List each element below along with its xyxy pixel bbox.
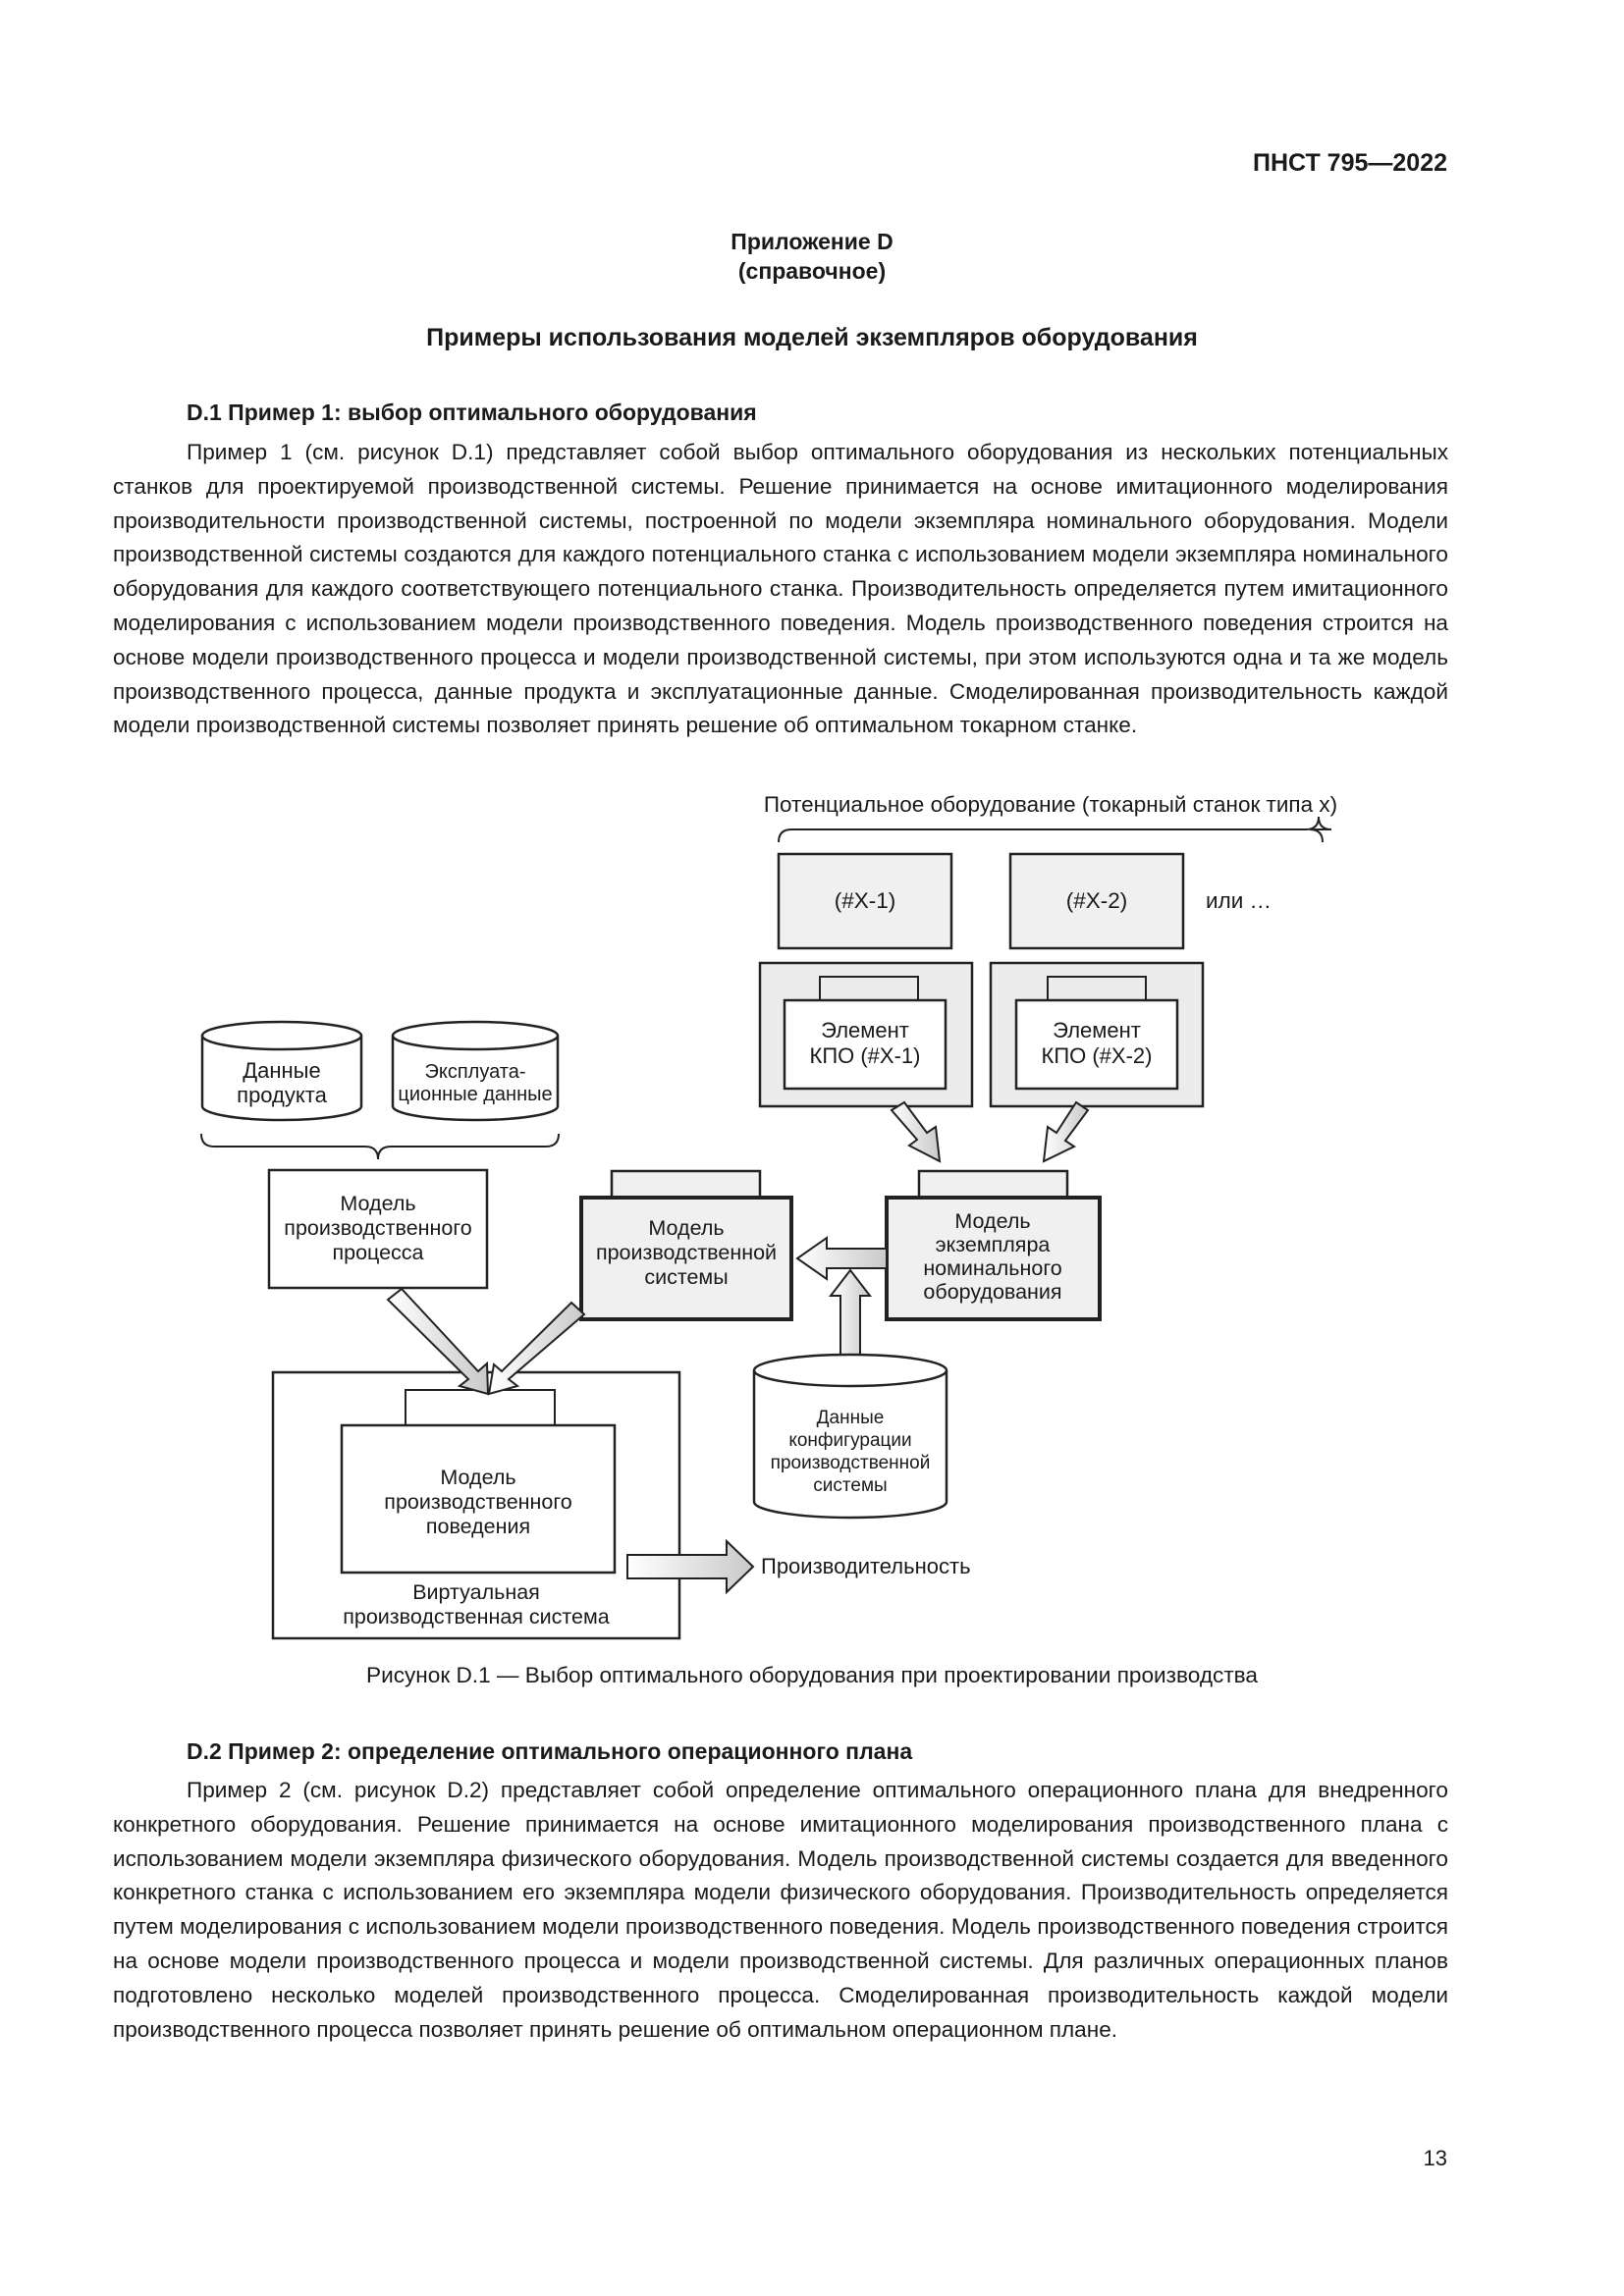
machine-x2-box <box>1008 852 1185 950</box>
arrow-process-to-behavior <box>386 1287 490 1396</box>
svg-text:номинального: номинального <box>923 1256 1061 1280</box>
element-kpo-x2: Элемент КПО (#X-2) <box>989 961 1205 1108</box>
svg-text:экземпляра: экземпляра <box>936 1233 1051 1256</box>
arrow-element2-to-nominal <box>1042 1100 1090 1163</box>
svg-text:производственного: производственного <box>384 1490 571 1514</box>
standard-number: ПНСТ 795—2022 <box>1253 149 1447 177</box>
arrow-performance <box>626 1538 755 1595</box>
annex-type: (справочное) <box>737 258 887 284</box>
svg-text:КПО (#X-1): КПО (#X-1) <box>810 1043 921 1068</box>
machine-x1-label: (#X-1) <box>835 888 896 913</box>
process-model-box: Модель производственного процесса <box>267 1168 489 1290</box>
svg-text:Эксплуата-: Эксплуата- <box>424 1061 525 1083</box>
svg-text:продукта: продукта <box>237 1083 327 1107</box>
svg-text:производственного: производственного <box>284 1216 471 1240</box>
svg-text:Данные: Данные <box>243 1058 320 1083</box>
or-more-label: или … <box>1206 888 1272 913</box>
virtual-production-system-box: Модель производственного поведения Вирту… <box>271 1370 681 1640</box>
svg-text:Виртуальная: Виртуальная <box>412 1580 540 1604</box>
svg-text:производственная система: производственная система <box>343 1605 610 1629</box>
svg-text:системы: системы <box>813 1475 887 1496</box>
operational-data-cylinder: Эксплуата- ционные данные <box>391 1020 560 1122</box>
svg-text:конфигурации: конфигурации <box>788 1430 911 1451</box>
svg-text:оборудования: оборудования <box>923 1280 1061 1304</box>
paragraph-d2: Пример 2 (см. рисунок D.2) представляет … <box>113 1778 1448 2042</box>
svg-text:производственной: производственной <box>596 1241 777 1264</box>
arrow-nominal-to-system <box>795 1236 888 1281</box>
svg-text:Модель: Модель <box>440 1466 515 1489</box>
svg-text:Модель: Модель <box>954 1209 1030 1233</box>
svg-text:Модель: Модель <box>340 1192 415 1215</box>
machine-x1-box <box>777 852 953 950</box>
potential-equipment-brace <box>778 816 1332 843</box>
nominal-equipment-model-box: Модель экземпляра номинального оборудова… <box>885 1169 1102 1321</box>
arrow-system-to-behavior <box>487 1301 586 1396</box>
svg-text:Элемент: Элемент <box>1053 1018 1141 1042</box>
svg-text:Модель: Модель <box>648 1216 724 1240</box>
svg-text:системы: системы <box>644 1265 728 1289</box>
paragraph-d1: Пример 1 (см. рисунок D.1) представляет … <box>113 440 1448 738</box>
performance-label: Производительность <box>761 1554 971 1578</box>
element-kpo-x1: Элемент КПО (#X-1) <box>758 961 974 1108</box>
arrow-element1-to-nominal <box>890 1100 942 1163</box>
svg-text:поведения: поведения <box>426 1515 530 1538</box>
system-model-box: Модель производственной системы <box>579 1169 793 1321</box>
svg-text:Данные: Данные <box>817 1408 885 1428</box>
data-brace <box>200 1133 560 1160</box>
machine-x2-label: (#X-2) <box>1066 888 1128 913</box>
potential-equipment-label: Потенциальное оборудование (токарный ста… <box>764 792 1337 817</box>
svg-text:процесса: процесса <box>332 1241 423 1264</box>
annex-title: Приложение D <box>731 229 893 254</box>
section-heading-d1: D.1 Пример 1: выбор оптимального оборудо… <box>187 400 757 425</box>
annex-heading: Примеры использования моделей экземпляро… <box>426 324 1198 351</box>
product-data-cylinder: Данные продукта <box>200 1020 363 1122</box>
section-heading-d2: D.2 Пример 2: определение оптимального о… <box>187 1738 913 1764</box>
arrow-config-to-system <box>828 1268 873 1360</box>
svg-text:производственной: производственной <box>771 1453 931 1473</box>
svg-text:ционные данные: ционные данные <box>398 1084 552 1105</box>
configuration-data-cylinder: Данные конфигурации производственной сис… <box>752 1353 948 1520</box>
svg-text:Элемент: Элемент <box>821 1018 909 1042</box>
figure-caption: Рисунок D.1 — Выбор оптимального оборудо… <box>366 1663 1258 1687</box>
page-number: 13 <box>1423 2146 1447 2170</box>
svg-text:КПО (#X-2): КПО (#X-2) <box>1042 1043 1153 1068</box>
